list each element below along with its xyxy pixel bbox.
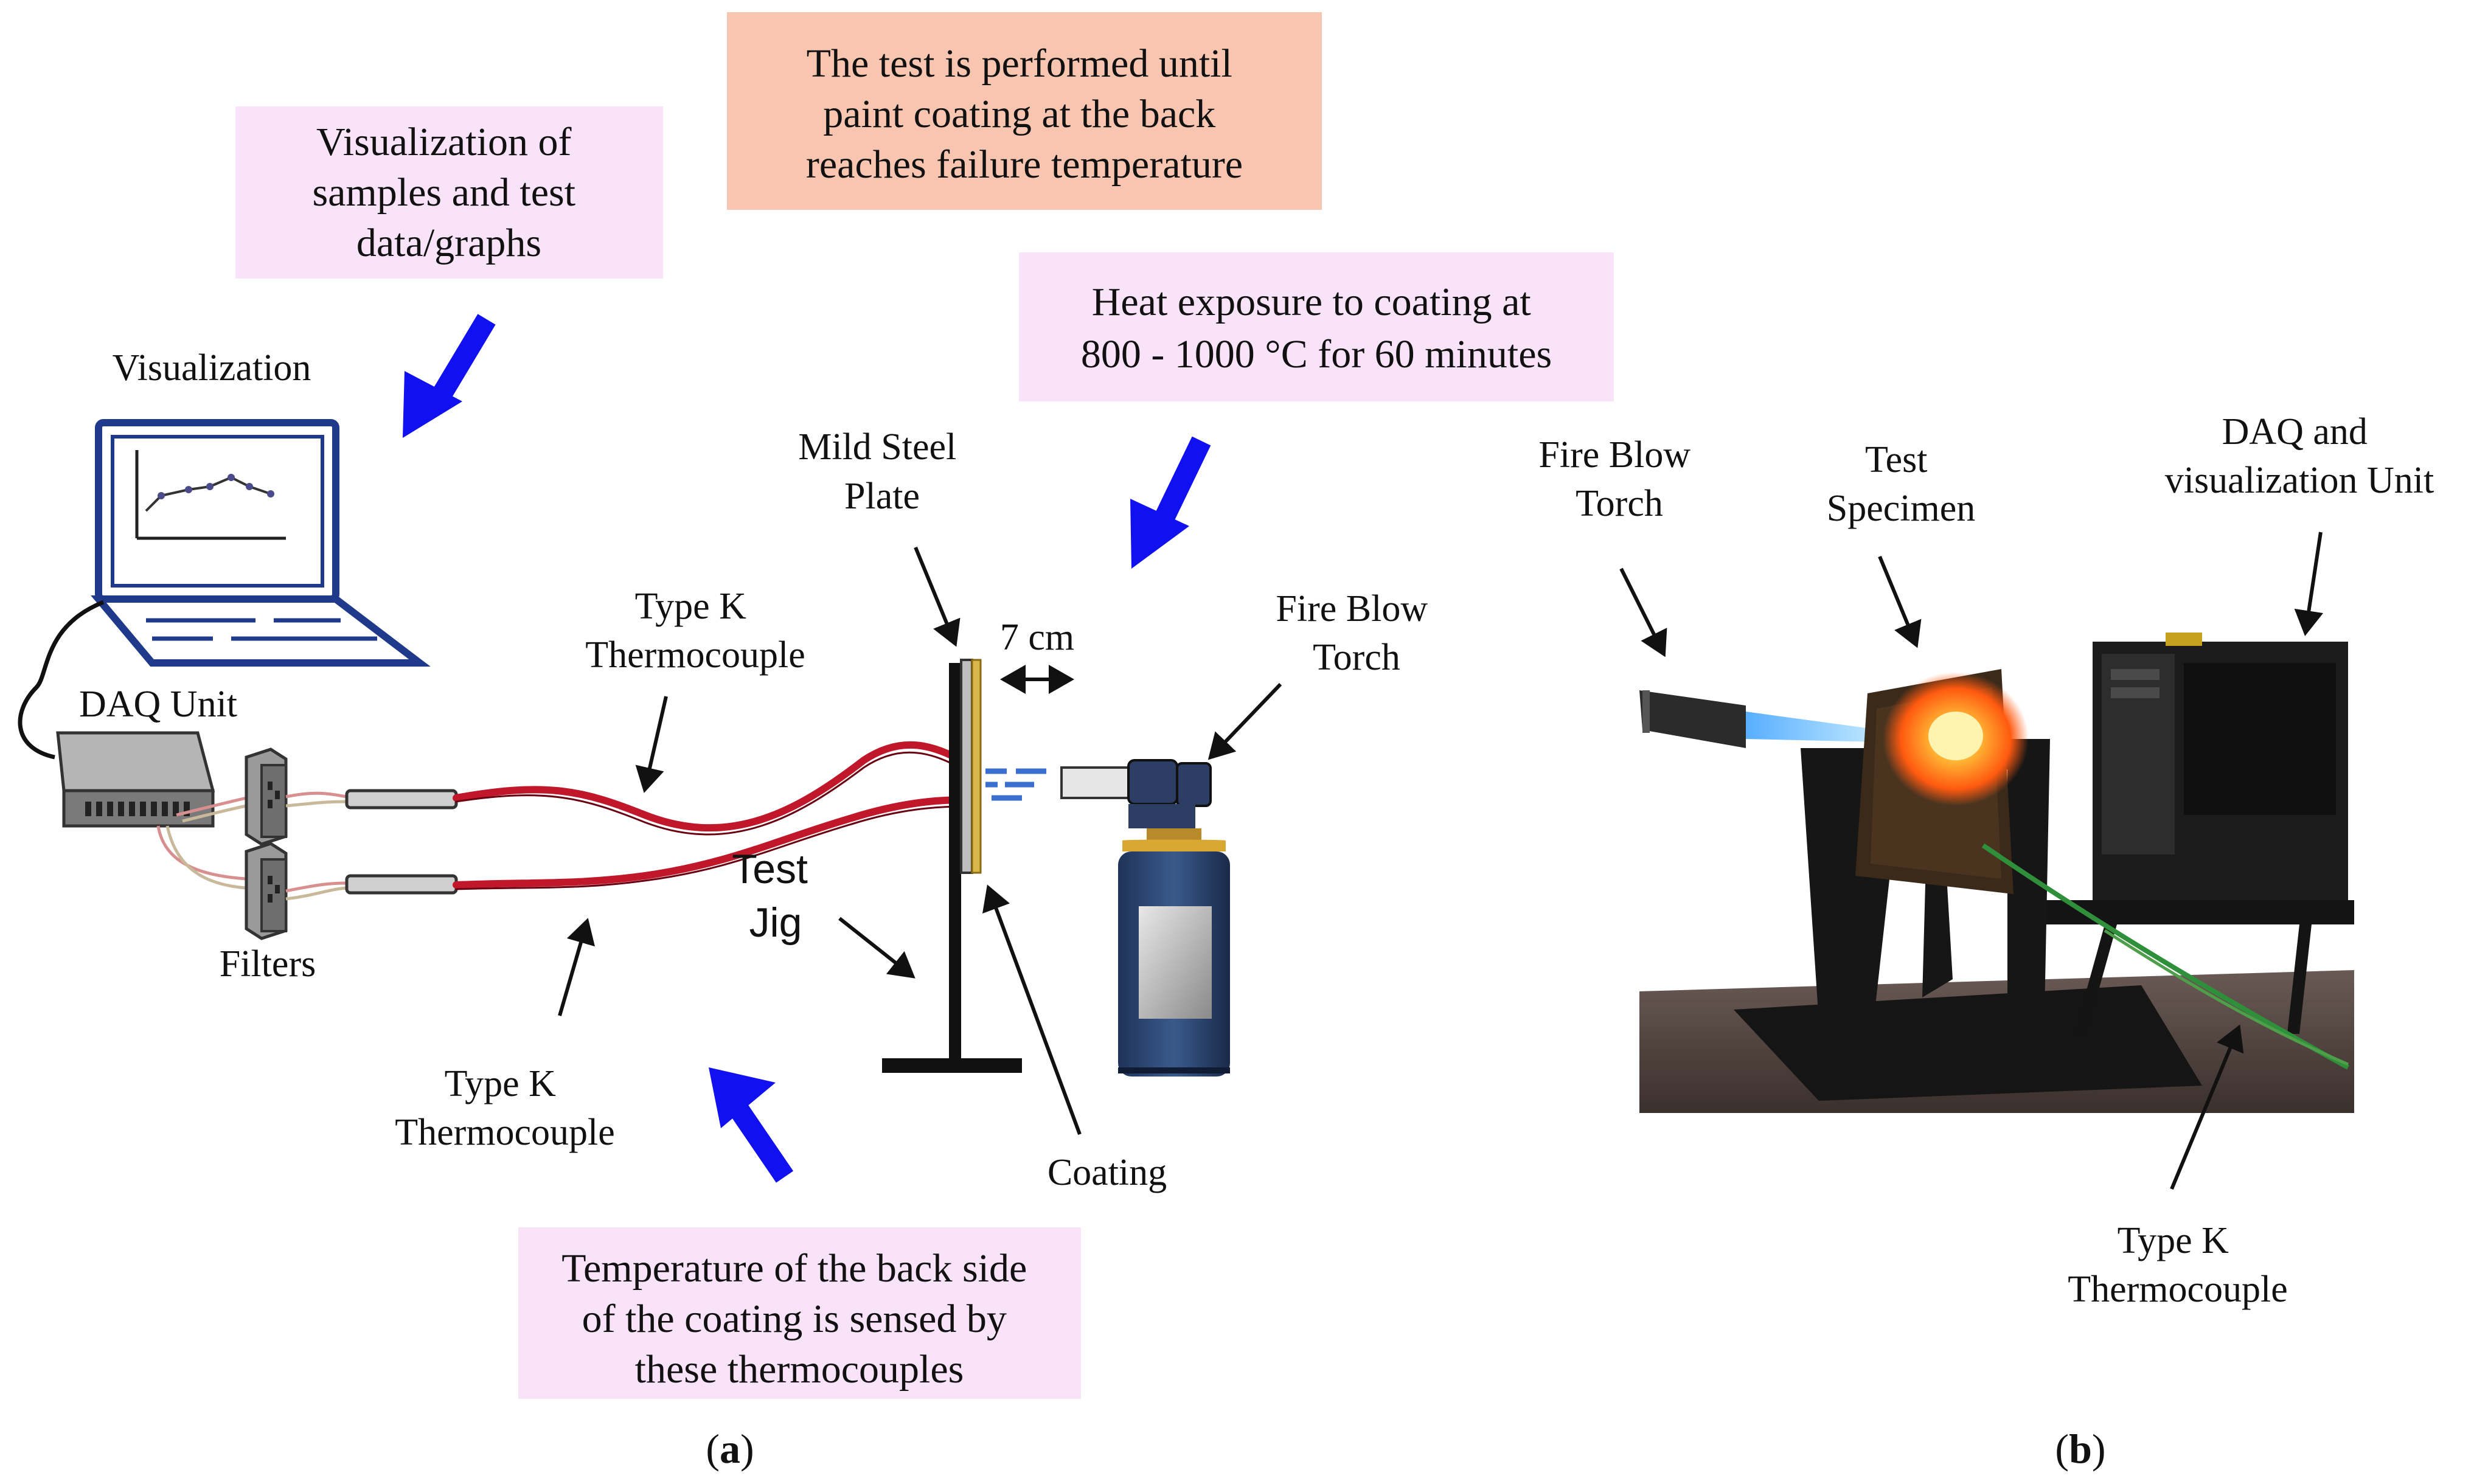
test-jig: [882, 663, 1022, 1073]
torch-flame-dashes: [985, 768, 1046, 801]
label-thermocouple-bottom-line-1: Type K: [445, 1063, 557, 1104]
photo-panel-b: [1639, 633, 2354, 1113]
filter-icon: [245, 747, 288, 846]
thermocouple-probe-top: [345, 789, 458, 810]
photo-thermocouple-wire: [1981, 843, 2349, 1070]
label-test-jig-line-2: Jig: [749, 900, 802, 946]
laptop-icon: [91, 419, 431, 667]
label-fire-torch-a-line-2: Torch: [1313, 637, 1400, 678]
thermocouple-probe-bottom: [345, 874, 458, 895]
svg-text:Visualization of samples: Visualization of samples and test data/g…: [312, 120, 585, 265]
label-thermocouple-top-line-2: Thermocouple: [585, 634, 805, 676]
label-daq-unit: DAQ Unit: [79, 684, 237, 725]
panel-letter-a-value: a: [720, 1426, 740, 1472]
label-mild-steel-line-1: Mild Steel: [798, 426, 956, 468]
callout-visualization-line-3: data/graphs: [356, 221, 541, 265]
callout-visualization-note: Visualization of samples and test data/g…: [235, 106, 663, 279]
label-thermocouple-b-line-2: Thermocouple: [2068, 1269, 2288, 1310]
pointer-daq-visualization: [2294, 532, 2324, 636]
blue-arrow-visualization: [403, 314, 496, 438]
pointer-fire-torch-a: [1207, 682, 1282, 760]
label-test-jig-line-1: Test: [732, 846, 808, 892]
label-coating: Coating: [1048, 1152, 1167, 1193]
label-thermocouple-b-line-1: Type K: [2118, 1220, 2229, 1261]
callout-heat-line-1: Heat exposure to coating at: [1092, 280, 1531, 324]
svg-text:The test is performed until: The test is performed until paint coatin…: [806, 41, 1243, 187]
label-visualization: Visualization: [113, 347, 311, 389]
label-thermocouple-b: Type K Thermocouple: [2068, 1220, 2288, 1310]
thermocouple-wires: [453, 741, 968, 890]
pointer-thermocouple-b: [2170, 1024, 2244, 1190]
label-test-specimen-line-2: Specimen: [1827, 488, 1976, 529]
photo-table: [2038, 900, 2354, 1034]
label-test-specimen-line-1: Test: [1865, 439, 1927, 480]
label-filters: Filters: [220, 943, 316, 985]
pointer-mild-steel: [914, 546, 961, 647]
label-fire-torch-a-line-1: Fire Blow: [1276, 588, 1428, 629]
callout-test-duration-line-3: reaches failure temperature: [806, 142, 1243, 187]
daq-filter-wires: [156, 796, 247, 890]
callout-back-temp-line-1: Temperature of the back side: [561, 1246, 1027, 1291]
blow-torch-icon: [1060, 759, 1212, 828]
label-thermocouple-bottom-line-2: Thermocouple: [395, 1112, 615, 1153]
callout-heat-exposure: Heat exposure to coating at 800 - 1000 °…: [1019, 252, 1614, 401]
pointer-thermocouple-bottom: [558, 918, 596, 1016]
callout-visualization-line-2: samples and test: [312, 170, 575, 215]
label-fire-torch-a: Fire Blow Torch: [1276, 588, 1437, 678]
label-fire-torch-b: Fire Blow Torch: [1538, 434, 1700, 524]
label-fire-torch-b-line-2: Torch: [1576, 483, 1663, 524]
label-test-specimen: Test Specimen: [1827, 439, 1976, 529]
pointer-test-jig: [838, 917, 916, 979]
coating-layer: [971, 659, 982, 874]
pointer-coating: [982, 884, 1082, 1136]
callout-back-temp-line-3: these thermocouples: [635, 1347, 964, 1392]
label-thermocouple-bottom: Type K Thermocouple: [395, 1063, 615, 1153]
photo-thermocouple-wire-2: [2104, 929, 2349, 1066]
label-test-jig: Test Jig: [732, 846, 819, 946]
label-fire-torch-b-line-1: Fire Blow: [1538, 434, 1690, 476]
label-daq-vis-line-2: visualization Unit: [2165, 460, 2434, 501]
svg-text:Heat exposure to coating at: Heat exposure to coating at 800 - 1000 °…: [1081, 280, 1552, 376]
callout-back-temp-line-2: of the coating is sensed by: [582, 1297, 1007, 1341]
svg-text:Temperature of the back side: Temperature of the back side of the coat…: [561, 1246, 1037, 1392]
filter-icon-2: [245, 842, 288, 940]
label-thermocouple-top-line-1: Type K: [635, 586, 747, 627]
filter-probe-wires: [285, 791, 347, 901]
label-mild-steel-line-2: Plate: [844, 476, 920, 517]
blue-arrow-heat: [1130, 436, 1211, 569]
laptop-cable: [18, 600, 105, 760]
photo-daq-unit: [2093, 633, 2348, 909]
callout-test-duration-line-1: The test is performed until: [807, 41, 1232, 86]
label-thermocouple-top: Type K Thermocouple: [585, 586, 805, 676]
callout-visualization-line-1: Visualization of: [316, 120, 571, 164]
panel-letter-b-value: b: [2069, 1426, 2092, 1472]
pointer-test-specimen: [1878, 555, 1922, 648]
panel-letter-a: (a): [706, 1426, 754, 1472]
label-mild-steel: Mild Steel Plate: [798, 426, 966, 517]
photo-torch: [1639, 690, 1880, 748]
panel-letter-b: (b): [2055, 1426, 2105, 1472]
label-distance: 7 cm: [1000, 617, 1074, 658]
callout-test-duration-line-2: paint coating at the back: [823, 92, 1215, 136]
blue-arrow-back-temp: [709, 1067, 794, 1183]
callout-test-duration: The test is performed until paint coatin…: [727, 12, 1322, 210]
callout-back-temperature: Temperature of the back side of the coat…: [518, 1227, 1081, 1399]
photo-test-specimen: [1855, 669, 2029, 894]
pointer-fire-torch-b: [1619, 567, 1667, 657]
label-daq-visualization: DAQ and visualization Unit: [2165, 411, 2434, 501]
label-daq-vis-line-1: DAQ and: [2222, 411, 2368, 452]
mild-steel-plate: [960, 659, 973, 874]
gas-canister-icon: [1118, 828, 1230, 1077]
pointer-thermocouple-top: [635, 696, 668, 793]
callout-heat-line-2: 800 - 1000 °C for 60 minutes: [1081, 332, 1552, 376]
